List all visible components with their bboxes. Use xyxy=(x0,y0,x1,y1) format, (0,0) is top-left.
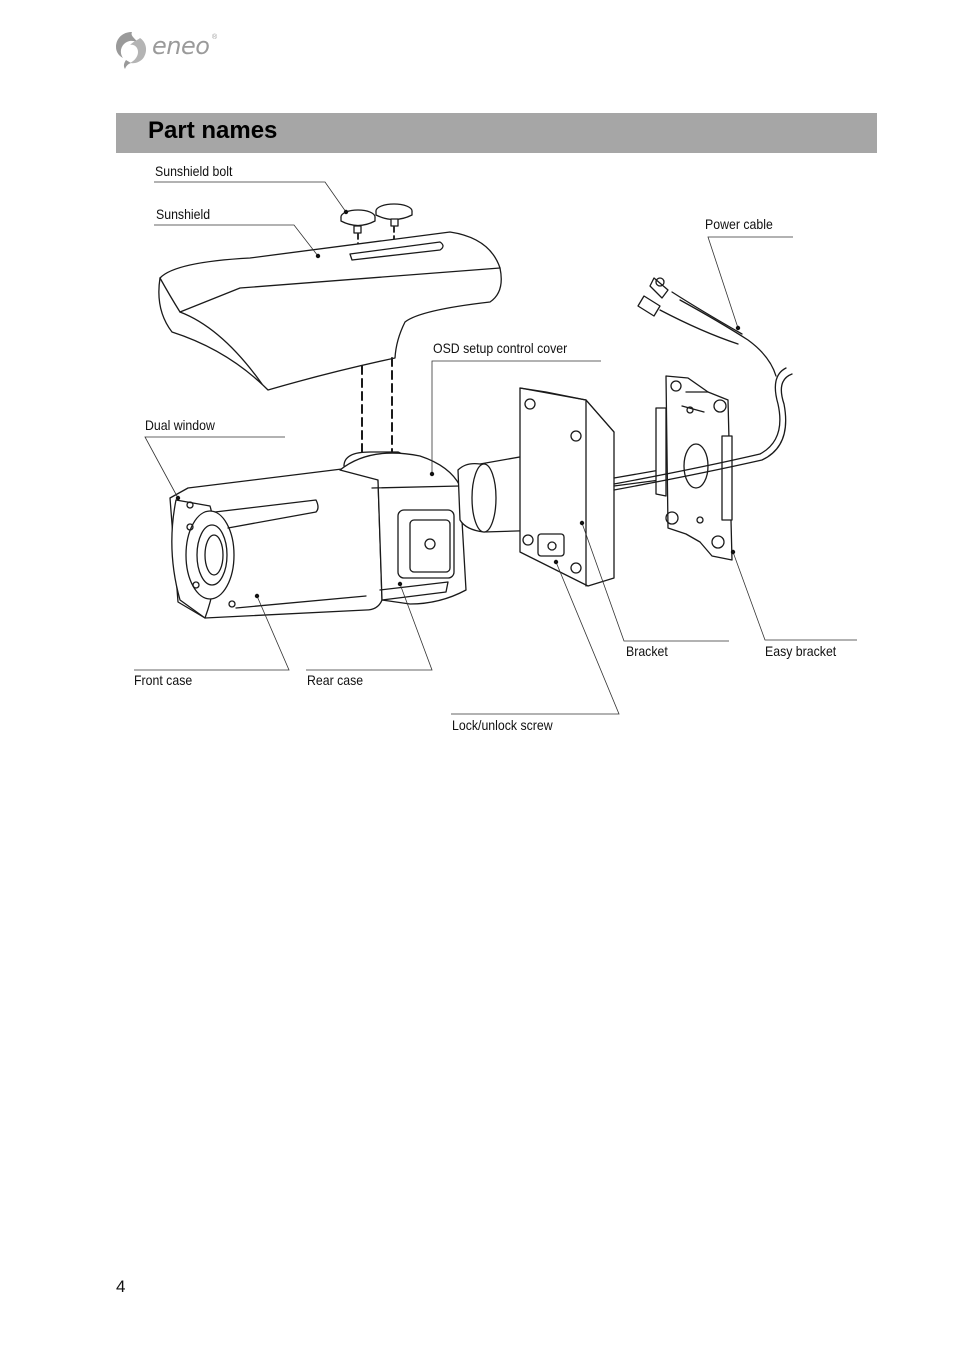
label-rear-case: Rear case xyxy=(307,672,364,688)
label-sunshield: Sunshield xyxy=(156,206,211,222)
camera-body-drawing xyxy=(169,451,467,619)
label-sunshield-bolt: Sunshield bolt xyxy=(155,163,233,179)
power-cable-drawing xyxy=(613,277,793,491)
label-osd-setup-control-cover: OSD setup control cover xyxy=(433,340,568,356)
label-easy-bracket: Easy bracket xyxy=(765,643,837,659)
eneo-swirl-icon xyxy=(116,32,147,69)
camera-exploded-diagram xyxy=(134,181,857,715)
logo-text: eneo xyxy=(152,32,210,60)
page-number: 4 xyxy=(116,1277,126,1296)
bracket-drawing xyxy=(457,387,661,587)
section-header-bar: Part names xyxy=(116,113,877,153)
label-power-cable: Power cable xyxy=(705,216,773,232)
label-front-case: Front case xyxy=(134,672,193,688)
page-title: Part names xyxy=(148,117,278,144)
sunshield-bolt-drawing xyxy=(340,203,413,253)
eneo-logo: eneo ® xyxy=(114,30,224,72)
logo-registered-mark: ® xyxy=(212,34,218,41)
label-bracket: Bracket xyxy=(626,643,668,659)
sunshield-drawing xyxy=(158,231,502,459)
label-dual-window: Dual window xyxy=(145,417,215,433)
label-lock-unlock-screw: Lock/unlock screw xyxy=(452,717,553,733)
